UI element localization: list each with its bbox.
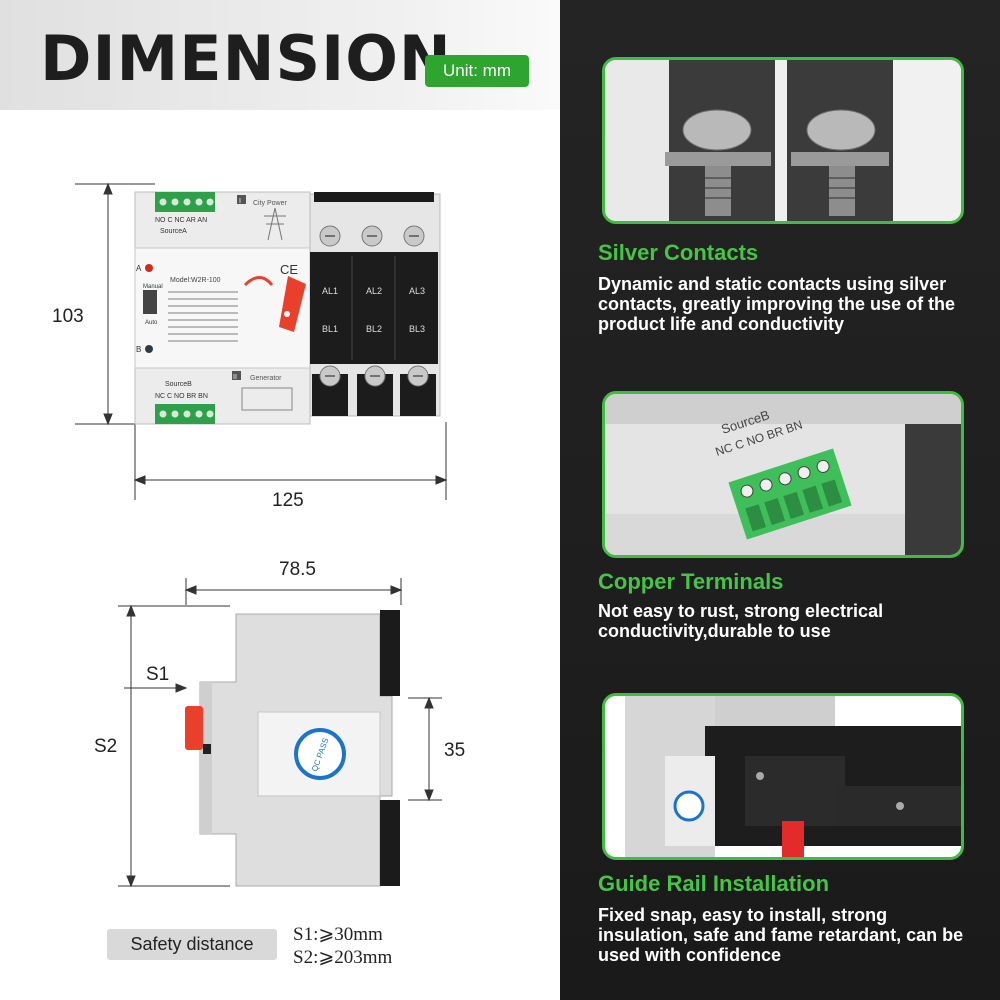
phase-label: BL3 [409,324,425,334]
svg-text:B: B [136,345,141,354]
generator-icon [241,387,293,411]
svg-text:Manual: Manual [143,284,163,290]
phase-cover [310,252,438,364]
bottom-clamp [380,800,400,886]
model-label: Model:W2R-100 [170,277,221,284]
safety-s2-spec: S2:⩾203mm [293,947,393,968]
top-clamp [380,610,400,696]
city-power-label: City Power [253,200,288,207]
pylon-icon [264,207,286,241]
safety-s1-spec: S1:⩾30mm [293,924,383,945]
s2-dimension-label: S2 [94,736,118,757]
s1-dimension-label: S1 [146,664,170,685]
depth-dimension-value: 78.5 [279,559,316,580]
side-view-drawing: QC PASS [118,578,442,888]
phase-label: AL2 [366,286,382,296]
source-a-label: SourceA [160,228,187,235]
top-terminal-label: NO C NC AR AN [155,217,207,224]
generator-label: Generator [250,375,282,382]
width-dimension-line [133,422,448,500]
guide-rail-photo [602,693,964,860]
phase-label: BL2 [366,324,382,334]
height-dimension-value: 103 [52,306,84,327]
svg-text:Auto: Auto [145,320,158,326]
front-view-drawing: NO C NC AR AN SourceA I City Power A B M… [75,182,448,500]
feature-desc-guide-rail: Fixed snap, easy to install, strong insu… [598,905,964,965]
feature-desc-copper-terminals: Not easy to rust, strong electrical cond… [598,601,884,641]
phase-label: AL1 [322,286,338,296]
feature-desc-silver-contacts: Dynamic and static contacts using silver… [598,274,956,334]
mode-switch [143,290,157,314]
qc-seal [294,728,346,780]
page-title: DIMENSION [40,22,452,95]
feature-title-silver-contacts: Silver Contacts [598,240,759,265]
source-b-label: SourceB [165,381,192,388]
silver-contacts-photo [602,57,964,224]
height-dimension-line [75,182,155,426]
rail-clip [782,821,804,857]
svg-text:II: II [233,374,237,381]
feature-title-guide-rail: Guide Rail Installation [598,871,830,896]
phase-label: AL3 [409,286,425,296]
dimension-panel: DIMENSION Unit: mm NO C NC A [0,0,560,968]
svg-text:A: A [136,264,142,273]
side-red-handle [185,706,203,750]
copper-terminals-photo: SourceB NC C NO BR BN [602,391,964,558]
ats-front-body: NO C NC AR AN SourceA I City Power A B M… [134,191,441,425]
feature-title-copper-terminals: Copper Terminals [598,569,784,594]
indicator-lamp-b [145,345,153,353]
bottom-terminal-label: NC C NO BR BN [155,393,208,400]
unit-badge: Unit: mm [425,55,529,87]
red-handle [279,276,306,332]
svg-text:I: I [239,198,241,205]
indicator-lamp-a [145,264,153,272]
phase-label: BL1 [322,324,338,334]
photo-qc-seal [673,790,705,822]
width-dimension-value: 125 [272,490,304,511]
ce-mark: CE [280,262,298,277]
safety-distance-label: Safety distance [107,929,277,960]
rail-dimension-value: 35 [444,740,466,761]
